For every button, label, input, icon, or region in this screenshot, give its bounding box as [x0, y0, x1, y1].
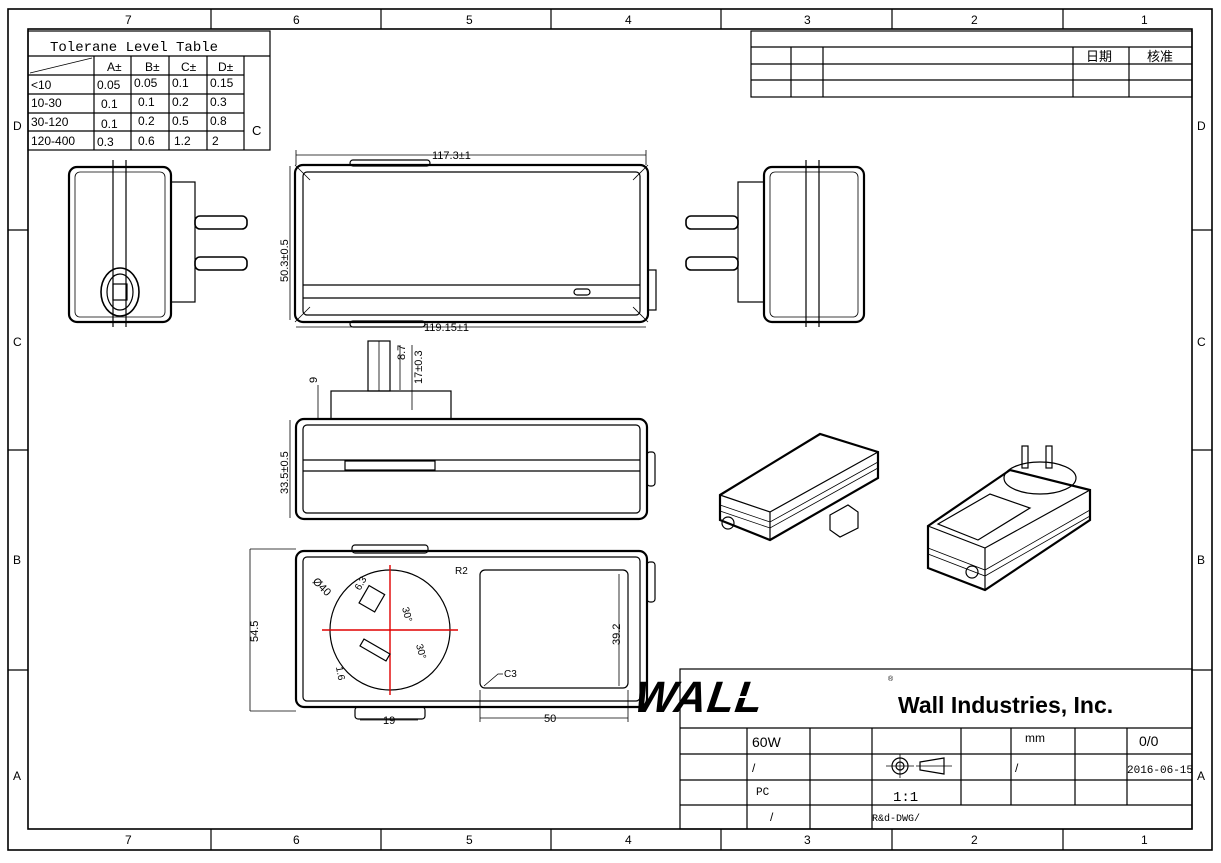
col-label-top-7: 7 — [125, 13, 132, 27]
dim-circle-diameter: Ø40 — [310, 576, 333, 599]
registered-mark: ® — [888, 675, 894, 683]
tolerance-table-title: Tolerane Level Table — [50, 40, 218, 56]
tolerance-cell-2-1: 0.2 — [138, 114, 155, 128]
row-label-left-a: A — [13, 769, 21, 783]
dim-label-width: 50 — [544, 713, 556, 725]
dim-bottom-width: 119.15±1 — [424, 322, 469, 334]
tolerance-table: Tolerane Level Table A± B± C± D± <10 0.0… — [27, 30, 271, 151]
row-label-right-d: D — [1197, 119, 1206, 133]
tolerance-cell-1-2: 0.2 — [172, 95, 189, 109]
col-label-bottom-5: 5 — [466, 833, 473, 847]
isometric-view-left — [718, 432, 880, 542]
row-label-left-b: B — [13, 553, 21, 567]
dim-height: 50.3±0.5 — [279, 239, 291, 282]
dim-total-width: 54.5 — [249, 621, 261, 642]
blank-slash-2: / — [1015, 761, 1019, 775]
revision-approve-header: 核准 — [1147, 49, 1173, 64]
dim-angle-lower: 30° — [413, 643, 428, 660]
blank-slash-3: / — [770, 810, 774, 824]
row-label-right-a: A — [1197, 769, 1205, 783]
tolerance-cell-2-2: 0.5 — [172, 114, 189, 128]
left-side-view — [67, 160, 248, 327]
row-label-left-c: C — [13, 335, 22, 349]
scale-value: 1:1 — [893, 790, 918, 806]
col-label-bottom-1: 1 — [1141, 833, 1148, 847]
col-label-top-5: 5 — [466, 13, 473, 27]
date-value: 2016-06-15 — [1127, 765, 1193, 777]
tolerance-cell-0-0: 0.05 — [97, 78, 121, 92]
tolerance-cell-1-3: 0.3 — [210, 95, 227, 109]
tolerance-cell-0-2: 0.1 — [172, 76, 189, 90]
isometric-view-right — [926, 445, 1092, 592]
bottom-view: 54.5 Ø40 6.3 30° 30° 1.6 R2 39.2 C3 50 1… — [249, 544, 656, 727]
tolerance-range-0: <10 — [31, 78, 52, 92]
col-label-bottom-6: 6 — [293, 833, 300, 847]
col-label-bottom-4: 4 — [625, 833, 632, 847]
row-label-right-b: B — [1197, 553, 1205, 567]
dim-plug-width: 19 — [383, 715, 395, 727]
dim-top-width: 117.3±1 — [432, 150, 471, 162]
tolerance-cell-0-3: 0.15 — [210, 76, 234, 90]
dim-chamfer: C3 — [504, 669, 517, 680]
tolerance-cell-0-1: 0.05 — [134, 76, 158, 90]
dim-pin-spacing: 9 — [308, 377, 320, 383]
revision-date-header: 日期 — [1086, 49, 1112, 64]
tolerance-header-c: C± — [181, 60, 197, 74]
tolerance-range-2: 30-120 — [31, 115, 69, 129]
front-view: 117.3±1 119.15±1 50.3±0.5 — [279, 150, 657, 334]
tolerance-cell-3-1: 0.6 — [138, 134, 155, 148]
tolerance-cell-2-0: 0.1 — [101, 117, 118, 131]
dim-radius: R2 — [455, 566, 468, 577]
dim-pin-offset: 17±0.3 — [413, 350, 425, 384]
col-label-bottom-3: 3 — [804, 833, 811, 847]
tolerance-cell-2-3: 0.8 — [210, 114, 227, 128]
revision-label: 0/0 — [1139, 733, 1159, 749]
right-side-view — [685, 160, 866, 327]
tolerance-header-b: B± — [145, 60, 160, 74]
tolerance-cell-1-0: 0.1 — [101, 97, 118, 111]
col-label-top-1: 1 — [1141, 13, 1148, 27]
drawing-number: R&d-DWG/ — [872, 813, 920, 825]
tolerance-header-a: A± — [107, 60, 122, 74]
unit-label: mm — [1025, 731, 1045, 745]
tolerance-header-d: D± — [218, 60, 234, 74]
col-label-bottom-7: 7 — [125, 833, 132, 847]
col-label-top-2: 2 — [971, 13, 978, 27]
power-rating: 60W — [752, 734, 782, 750]
wall-logo: WALL ® — [632, 673, 894, 722]
dim-angle-upper: 30° — [399, 606, 414, 623]
dim-depth: 33.5±0.5 — [279, 451, 291, 494]
col-label-top-6: 6 — [293, 13, 300, 27]
dim-label-height: 39.2 — [611, 624, 623, 645]
material-value: PC — [756, 787, 770, 799]
title-block: WALL ® Wall Industries, Inc. 60W mm 0/0 … — [632, 668, 1193, 830]
col-label-top-4: 4 — [625, 13, 632, 27]
sheet-frame: 7 6 5 4 3 2 1 7 6 5 4 3 2 1 D C B A D C … — [7, 8, 1213, 851]
tolerance-range-3: 120-400 — [31, 134, 75, 148]
projection-symbol-icon — [886, 754, 952, 778]
tolerance-range-1: 10-30 — [31, 96, 62, 110]
row-label-left-d: D — [13, 119, 22, 133]
blank-slash-1: / — [752, 761, 756, 775]
top-view: 8.7 17±0.3 9 33.5±0.5 — [279, 340, 656, 521]
revision-block: 日期 核准 — [750, 30, 1193, 98]
dim-pin-length: 8.7 — [396, 345, 408, 360]
tolerance-cell-3-3: 2 — [212, 134, 219, 148]
tolerance-cell-1-1: 0.1 — [138, 95, 155, 109]
tolerance-cell-3-0: 0.3 — [97, 135, 114, 149]
tolerance-cell-3-2: 1.2 — [174, 134, 191, 148]
tolerance-side-label: C — [252, 123, 261, 138]
col-label-top-3: 3 — [804, 13, 811, 27]
row-label-right-c: C — [1197, 335, 1206, 349]
dim-pin-thickness: 1.6 — [333, 666, 346, 682]
col-label-bottom-2: 2 — [971, 833, 978, 847]
company-name: Wall Industries, Inc. — [898, 692, 1113, 718]
